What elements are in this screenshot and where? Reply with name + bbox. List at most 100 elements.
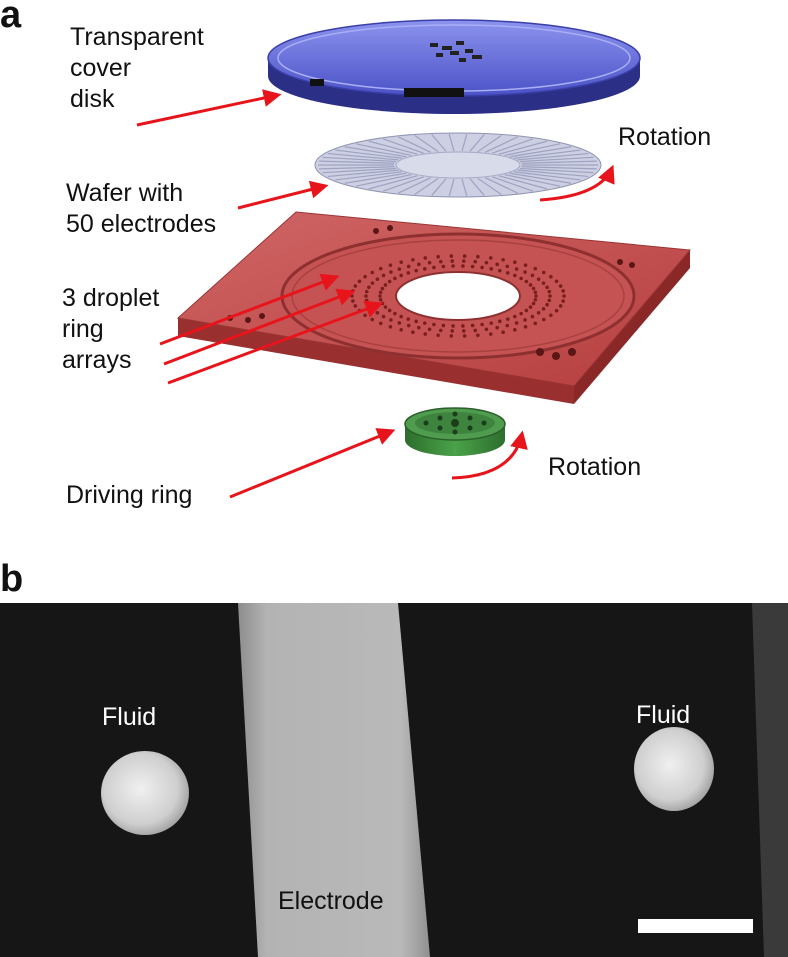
droplet-well-ring-2 <box>523 270 527 274</box>
wafer-electrode-line <box>335 171 402 181</box>
droplet-well-ring-1 <box>432 322 436 327</box>
rotation-bottom-label: Rotation <box>548 453 642 481</box>
droplet-well-ring-3 <box>533 266 538 271</box>
droplet-well-ring-3 <box>353 304 358 308</box>
droplet-arrow-3 <box>167 300 384 385</box>
droplet-well-ring-3 <box>423 332 428 336</box>
electrode-wafer <box>314 132 602 198</box>
droplet-well-ring-1 <box>378 290 383 295</box>
wafer-electrode-line <box>382 176 424 192</box>
droplet-well-ring-2 <box>389 270 393 274</box>
fluid-droplet-left <box>101 751 189 835</box>
droplet-well-ring-1 <box>380 286 385 291</box>
droplet-well-ring-2 <box>406 264 411 269</box>
wafer-electrode-line <box>344 172 407 184</box>
droplet-well-ring-3 <box>449 254 454 258</box>
droplet-well-ring-1 <box>383 305 388 309</box>
droplet-well-ring-1 <box>489 321 494 325</box>
droplet-well-ring-2 <box>523 318 527 322</box>
droplet-well-ring-1 <box>519 311 523 316</box>
droplet-well-ring-2 <box>450 329 455 333</box>
droplet-well-ring-1 <box>480 322 484 327</box>
droplet-well-ring-3 <box>501 330 505 334</box>
wafer-electrode-line <box>448 133 455 152</box>
droplet-well-ring-1 <box>422 321 427 325</box>
rotation-top-label: Rotation <box>618 123 712 151</box>
droplet-well-ring-1 <box>441 323 446 328</box>
droplet-well-ring-1 <box>513 273 517 278</box>
droplet-well-ring-3 <box>370 317 375 322</box>
droplet-well-ring-1 <box>519 276 523 281</box>
droplet-well-ring-2 <box>547 289 552 294</box>
droplet-well-ring-2 <box>450 259 455 263</box>
droplet-well-ring-3 <box>558 284 563 288</box>
fluid-left-label: Fluid <box>102 703 157 731</box>
droplet-well-ring-1 <box>534 294 538 298</box>
droplet-well-ring-3 <box>476 333 480 338</box>
droplet-well-ring-1 <box>489 267 494 271</box>
wafer-electrode-line <box>484 177 518 194</box>
wafer-electrode-line <box>382 138 424 154</box>
fluorescence-micrograph: Fluid Fluid Electrode <box>0 603 788 957</box>
droplet-well-ring-3 <box>388 325 393 329</box>
droplet-well-ring-1 <box>533 297 538 302</box>
droplet-well-ring-2 <box>397 267 402 271</box>
droplet-well-ring-3 <box>423 256 428 260</box>
wafer-electrode-line <box>521 160 597 164</box>
droplet-well-ring-3 <box>378 321 383 326</box>
driving-ring <box>404 407 506 456</box>
wafer-electrode-line <box>509 146 572 158</box>
droplet-well-ring-1 <box>383 283 388 287</box>
wafer-electrode-line <box>327 169 399 178</box>
droplet-well-ring-3 <box>462 334 467 338</box>
droplet-well-ring-3 <box>561 299 565 303</box>
droplet-well-ring-1 <box>528 283 533 287</box>
droplet-well-ring-3 <box>353 284 358 288</box>
droplet-well-ring-3 <box>549 274 553 279</box>
droplet-well-ring-1 <box>524 279 529 284</box>
droplet-well-ring-2 <box>536 277 541 281</box>
driving-arrow <box>229 428 396 499</box>
droplet-well-ring-2 <box>397 321 402 325</box>
droplet-well-ring-1 <box>422 267 427 271</box>
wafer-electrode-line <box>368 175 418 190</box>
wafer-electrode-line <box>461 178 468 197</box>
droplet-well-ring-3 <box>411 330 415 334</box>
right-edge-stripe <box>752 603 788 957</box>
wafer-electrode-line <box>327 152 399 161</box>
droplet-well-ring-1 <box>414 319 419 324</box>
droplet-well-ring-1 <box>393 276 397 281</box>
droplet-well-ring-3 <box>533 321 538 326</box>
fluid-right-label: Fluid <box>636 701 691 729</box>
droplet-well-ring-3 <box>449 334 454 338</box>
droplet-well-ring-2 <box>530 314 535 319</box>
droplet-well-ring-2 <box>495 262 499 267</box>
droplet-well-ring-1 <box>380 301 385 306</box>
droplet-well-ring-3 <box>549 313 553 318</box>
droplet-well-ring-1 <box>406 271 411 275</box>
droplet-well-ring-2 <box>427 327 432 332</box>
wafer-electrode-line <box>322 167 397 174</box>
droplet-well-ring-1 <box>531 301 536 306</box>
droplet-well-ring-1 <box>470 323 475 328</box>
droplet-well-ring-2 <box>375 311 380 315</box>
panel-b-letter: b <box>0 558 24 600</box>
wafer-electrode-line <box>477 135 502 153</box>
fluid-droplet-right <box>634 727 714 811</box>
wafer-electrode-line <box>344 146 407 158</box>
droplet-well-ring-1 <box>470 264 475 269</box>
wafer-electrode-line <box>335 149 402 159</box>
droplet-well-ring-3 <box>558 304 563 308</box>
wafer-electrode-line <box>431 134 447 152</box>
droplet-well-ring-2 <box>545 285 549 290</box>
droplet-well-ring-2 <box>438 259 443 264</box>
droplet-well-ring-1 <box>528 305 533 309</box>
cover-arrow <box>136 89 282 127</box>
panel-a-letter: a <box>0 0 22 36</box>
wafer-electrode-line <box>517 169 589 178</box>
droplet-well-ring-1 <box>505 317 510 321</box>
droplet-arrays-label: 3 droplet ring arrays <box>62 284 160 374</box>
droplet-well-ring-3 <box>562 294 566 298</box>
droplet-well-ring-1 <box>533 290 538 295</box>
droplet-well-ring-3 <box>523 325 528 329</box>
